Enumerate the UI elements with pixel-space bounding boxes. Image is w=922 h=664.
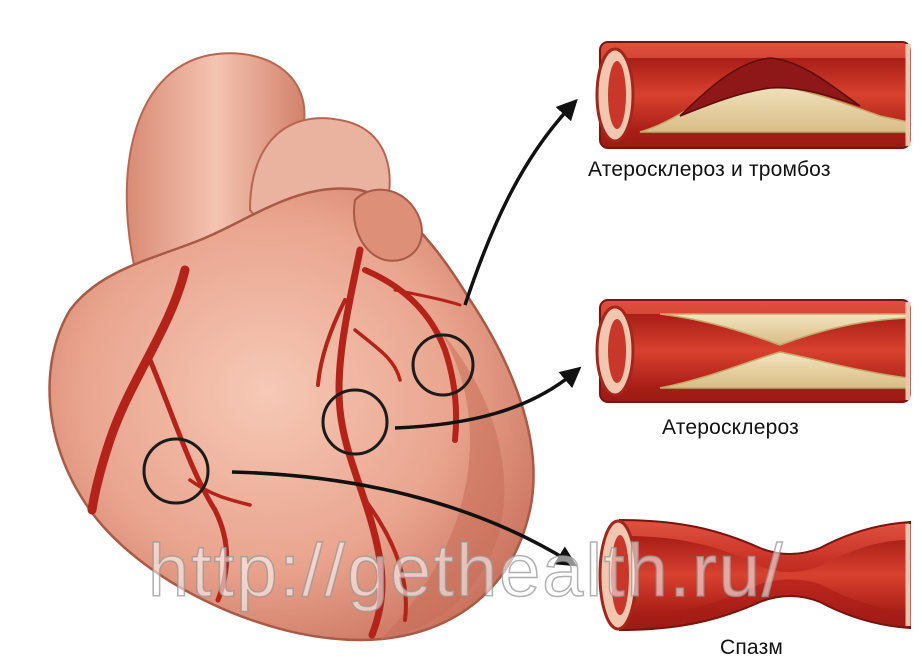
caption-atherosclerosis-thrombosis: Атеросклероз и тромбоз	[588, 158, 831, 182]
arrow-to-thrombosis	[465, 105, 572, 305]
watermark: http://gethealth.ru/	[148, 528, 785, 613]
vessel-opening-inner	[608, 61, 626, 129]
caption-atherosclerosis: Атеросклероз	[662, 416, 799, 440]
vessel-atherosclerosis	[597, 300, 910, 402]
caption-spasm: Спазм	[720, 636, 783, 660]
vessel-opening-inner	[608, 319, 626, 383]
vessel-thrombosis	[597, 42, 910, 148]
